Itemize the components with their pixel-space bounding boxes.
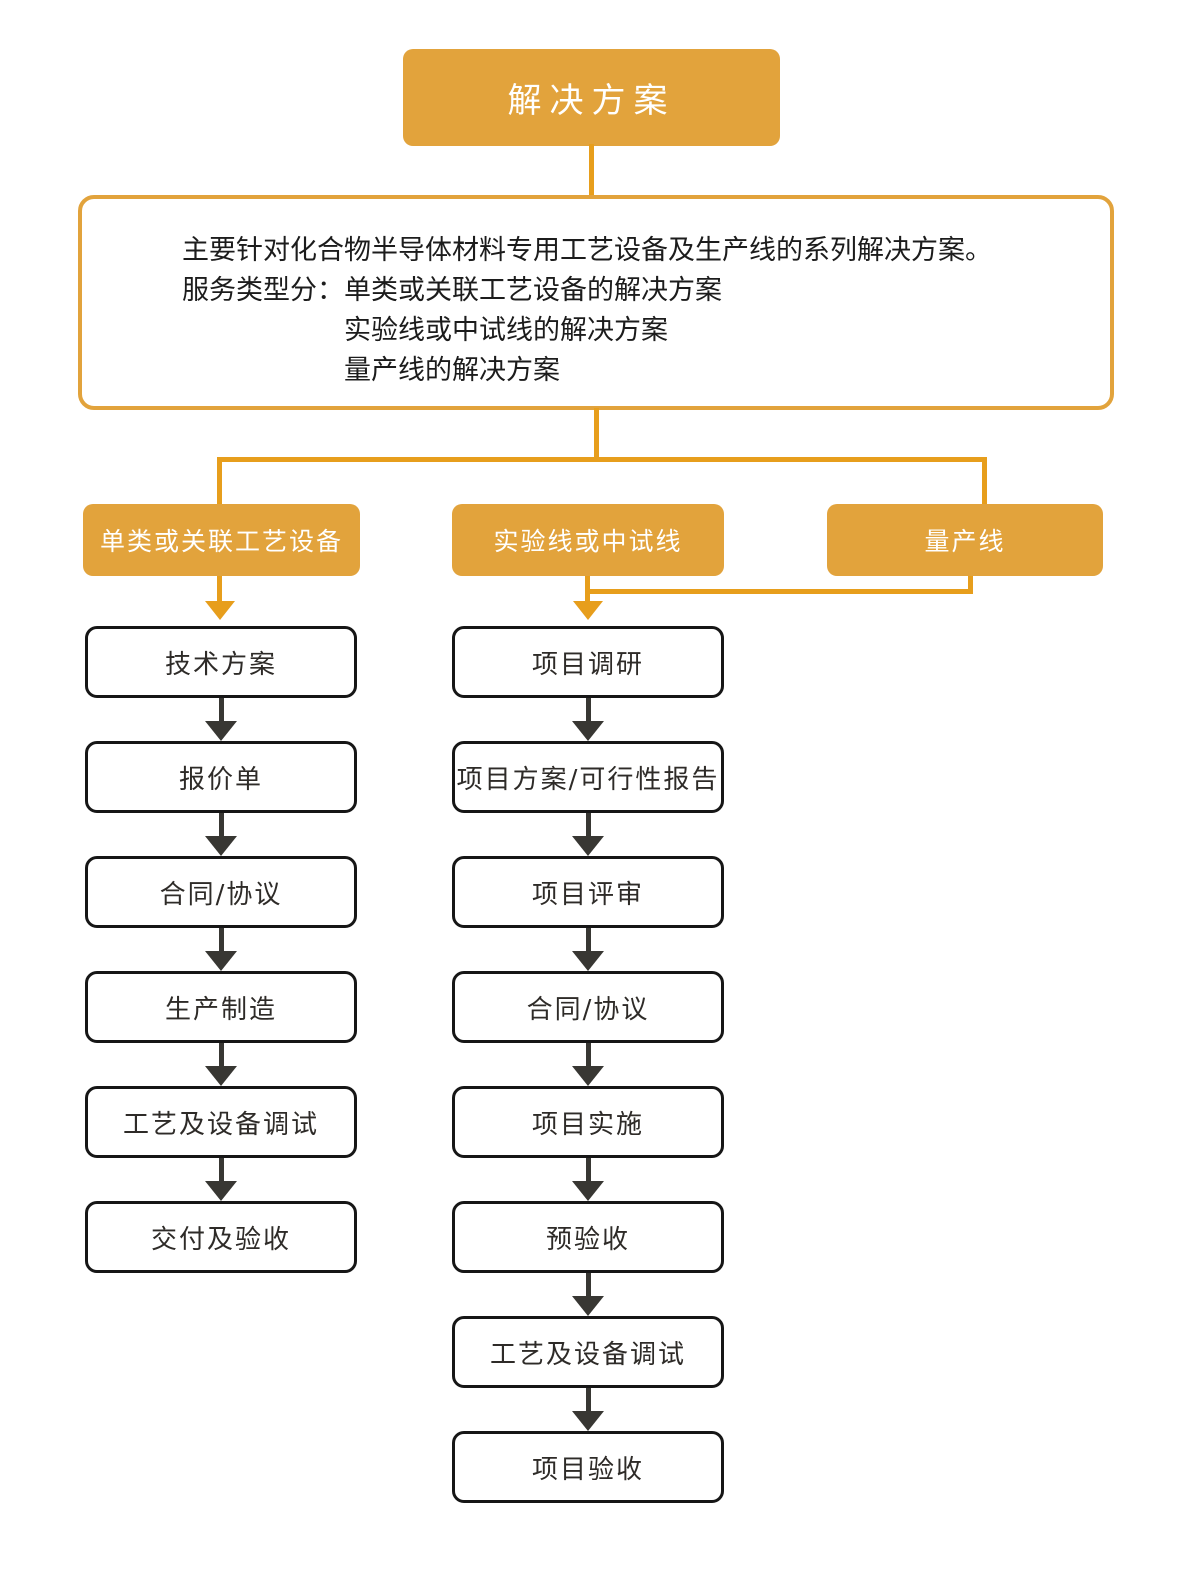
line-flow-column: 项目调研 项目方案/可行性报告 项目评审 合同/协议 项目实施 预验收 工艺及设… [452, 626, 724, 1503]
flow-step: 生产制造 [85, 971, 357, 1043]
root-node-solution: 解决方案 [403, 49, 780, 146]
connector-pilot-line-stem [585, 576, 590, 602]
flow-step: 报价单 [85, 741, 357, 813]
branch-node-label: 单类或关联工艺设备 [99, 527, 343, 556]
connector-root-to-description [589, 144, 594, 197]
flow-step-label: 合同/协议 [159, 879, 283, 910]
branch-node-pilot-line: 实验线或中试线 [452, 504, 724, 576]
flow-step: 预验收 [452, 1201, 724, 1273]
arrow-down-icon [573, 601, 603, 620]
arrow-down-icon [85, 928, 357, 971]
branch-node-equipment: 单类或关联工艺设备 [83, 504, 360, 576]
flow-step-label: 交付及验收 [150, 1224, 291, 1255]
arrow-down-icon [452, 1043, 724, 1086]
arrow-down-icon [85, 1043, 357, 1086]
service-type-item: 单类或关联工艺设备的解决方案 [344, 275, 722, 306]
arrow-down-icon [452, 1273, 724, 1316]
root-node-label: 解决方案 [507, 81, 676, 121]
arrow-down-icon [452, 1158, 724, 1201]
flow-step: 技术方案 [85, 626, 357, 698]
equipment-flow-column: 技术方案 报价单 合同/协议 生产制造 工艺及设备调试 交付及验收 [85, 626, 357, 1273]
flow-step: 项目评审 [452, 856, 724, 928]
flow-step: 项目实施 [452, 1086, 724, 1158]
flow-step: 工艺及设备调试 [452, 1316, 724, 1388]
branch-connector-right-drop [982, 457, 987, 504]
flow-step: 合同/协议 [85, 856, 357, 928]
branch-connector-horizontal [217, 457, 987, 462]
flow-step: 项目调研 [452, 626, 724, 698]
service-type-item: 实验线或中试线的解决方案 [344, 315, 668, 346]
flow-step-label: 项目调研 [531, 649, 644, 680]
flow-step: 工艺及设备调试 [85, 1086, 357, 1158]
flow-step-label: 项目方案/可行性报告 [456, 764, 720, 795]
arrow-down-icon [452, 813, 724, 856]
branch-node-mass-production: 量产线 [827, 504, 1103, 576]
flow-step: 交付及验收 [85, 1201, 357, 1273]
service-types-label: 服务类型分： [182, 275, 344, 306]
description-intro: 主要针对化合物半导体材料专用工艺设备及生产线的系列解决方案。 [182, 235, 992, 266]
flow-step: 项目验收 [452, 1431, 724, 1503]
description-panel: 主要针对化合物半导体材料专用工艺设备及生产线的系列解决方案。 服务类型分： 单类… [78, 195, 1114, 410]
arrow-down-icon [452, 928, 724, 971]
flow-step-label: 生产制造 [164, 994, 277, 1025]
description-text: 主要针对化合物半导体材料专用工艺设备及生产线的系列解决方案。 服务类型分： 单类… [182, 231, 992, 391]
connector-description-to-branches [594, 408, 599, 459]
connector-equipment-branch-stem [217, 576, 222, 602]
flow-step-label: 工艺及设备调试 [122, 1109, 319, 1140]
arrow-down-icon [85, 813, 357, 856]
service-types-row: 服务类型分： 单类或关联工艺设备的解决方案 实验线或中试线的解决方案 量产线的解… [182, 271, 992, 391]
arrow-down-icon [452, 1388, 724, 1431]
flow-step-label: 合同/协议 [526, 994, 650, 1025]
branch-connector-left-drop [217, 457, 222, 504]
service-type-item: 量产线的解决方案 [344, 355, 560, 386]
flow-step-label: 项目实施 [531, 1109, 644, 1140]
flow-step-label: 技术方案 [164, 649, 277, 680]
flow-step-label: 项目评审 [531, 879, 644, 910]
arrow-down-icon [452, 698, 724, 741]
flow-step: 合同/协议 [452, 971, 724, 1043]
arrow-down-icon [205, 601, 235, 620]
connector-merge-horizontal [585, 589, 973, 594]
service-types-list: 单类或关联工艺设备的解决方案 实验线或中试线的解决方案 量产线的解决方案 [344, 271, 722, 391]
branch-node-label: 量产线 [924, 527, 1006, 556]
flow-step: 项目方案/可行性报告 [452, 741, 724, 813]
flow-step-label: 项目验收 [531, 1454, 644, 1485]
arrow-down-icon [85, 698, 357, 741]
branch-node-label: 实验线或中试线 [493, 527, 683, 556]
flow-step-label: 报价单 [178, 764, 263, 795]
flow-step-label: 工艺及设备调试 [489, 1339, 686, 1370]
arrow-down-icon [85, 1158, 357, 1201]
flow-step-label: 预验收 [545, 1224, 630, 1255]
connector-mass-production-stem [968, 576, 973, 594]
